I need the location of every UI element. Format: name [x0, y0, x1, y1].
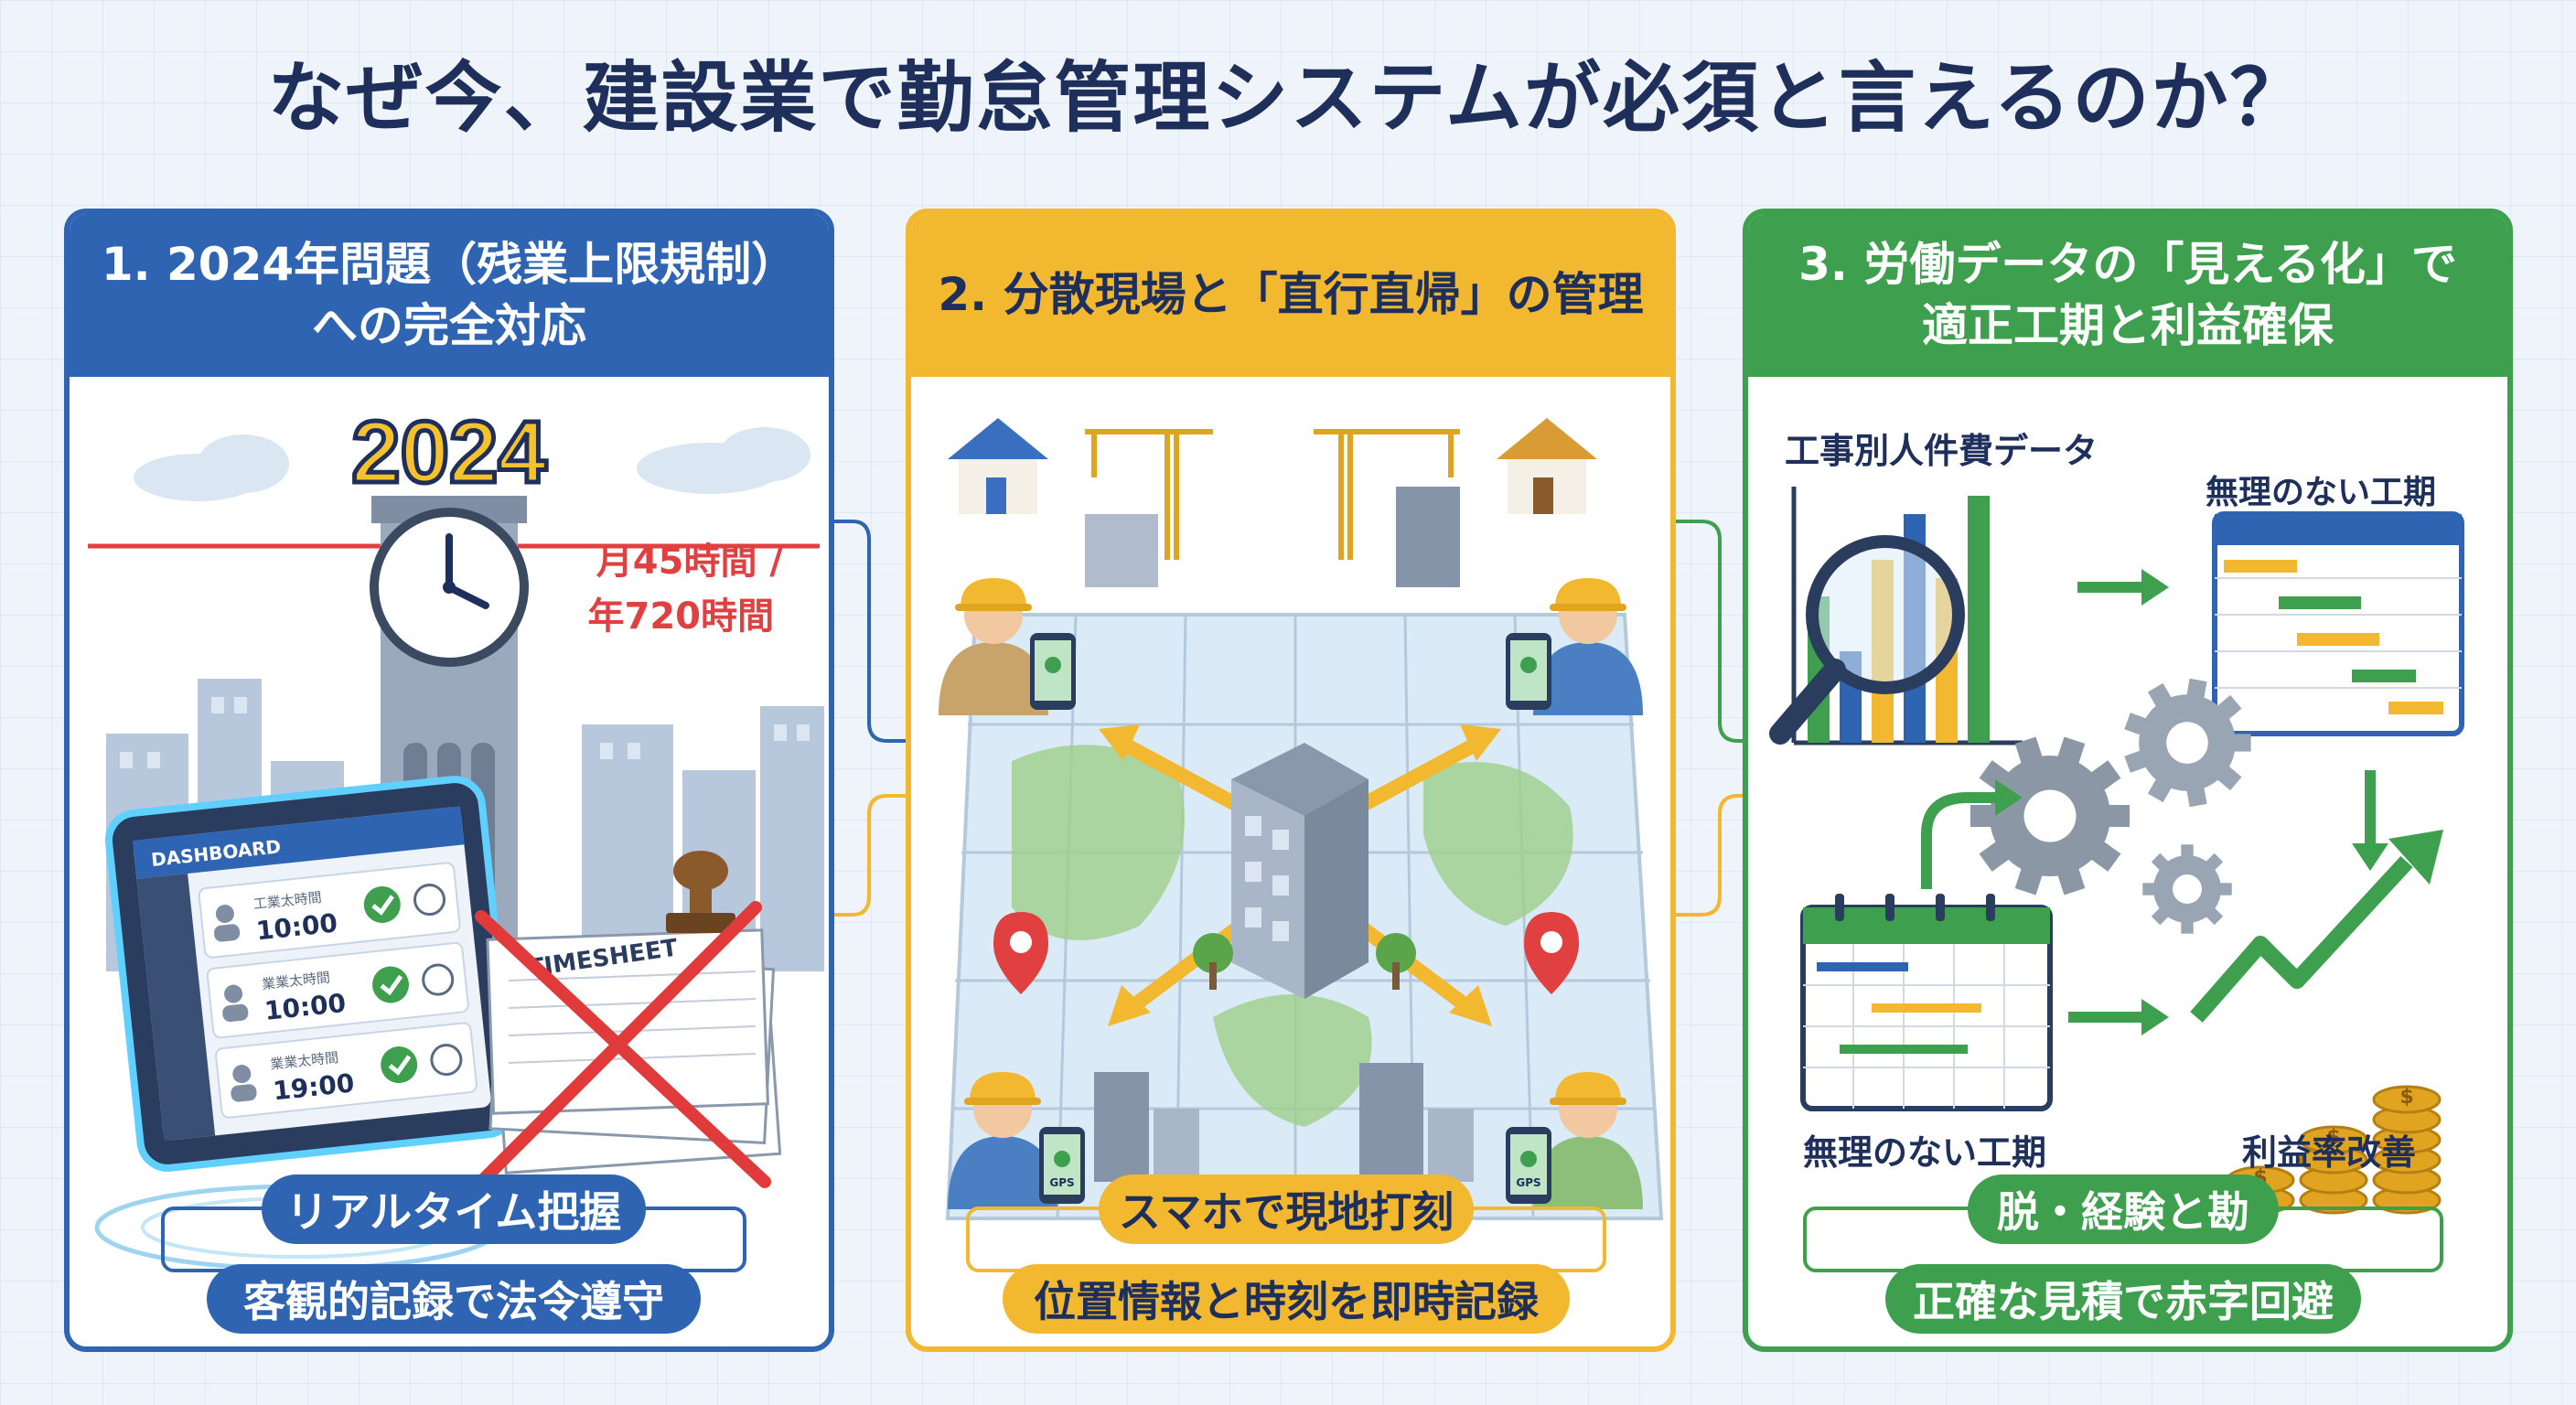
smartphone-punch-pill: スマホで現地打刻 [1099, 1174, 1474, 1244]
smartphone-gps-icon: GPS [1506, 1127, 1551, 1204]
coin [2299, 1125, 2368, 1154]
arrow-right [2077, 569, 2169, 606]
trend-arrow-icon [2190, 830, 2443, 1023]
calendar-icon [1800, 894, 2053, 1111]
crane-icon [1314, 429, 1460, 560]
gear-icon [1970, 736, 2130, 896]
check-icon [371, 966, 409, 1003]
panel-1-heading: 1. 2024年問題（残業上限規制） への完全対応 [70, 214, 829, 377]
gps-label: GPS [1049, 1176, 1074, 1189]
beyond-intuition-pill: 脱・経験と勘 [1968, 1174, 2279, 1244]
panel-distributed-sites: 2. 分散現場と「直行直帰」の管理 [906, 209, 1676, 1352]
map-pin-icon [993, 912, 1048, 994]
smartphone-gps-icon [1506, 633, 1551, 710]
worker-icon [939, 578, 1076, 715]
crane-icon [1085, 429, 1213, 560]
magnifier-icon [1769, 535, 1965, 745]
clock-icon [422, 963, 455, 996]
construction-building [1085, 514, 1158, 587]
panel-data-visualization: 3. 労働データの「見える化」で 適正工期と利益確保 [1743, 209, 2513, 1352]
panel-2-heading: 2. 分散現場と「直行直帰」の管理 [911, 214, 1670, 377]
schedule-bottom-label: 無理のない工期 [1803, 1132, 2047, 1173]
panel-3-illustration: $$$ [1769, 487, 2464, 1215]
worker-icon: GPS [948, 1072, 1085, 1209]
clock-icon [370, 508, 529, 667]
panel-3-heading: 3. 労働データの「見える化」で 適正工期と利益確保 [1748, 214, 2507, 377]
map-pin-icon [1524, 912, 1579, 994]
construction-building [1396, 487, 1460, 587]
check-icon [363, 885, 401, 923]
year-badge: 2024 [351, 403, 547, 501]
panel-2024-problem: 1. 2024年問題（残業上限規制） への完全対応 [64, 209, 834, 1352]
arrow-down [2352, 770, 2388, 871]
worker-icon [1506, 578, 1643, 715]
panel-1-heading-line2: への完全対応 [311, 299, 586, 352]
gps-label: GPS [1516, 1176, 1540, 1189]
panel-1-heading-line1: 1. 2024年問題（残業上限規制） [101, 237, 798, 291]
user-icon [214, 905, 241, 942]
house-icon [1497, 418, 1597, 514]
cloud-icon [134, 427, 810, 501]
cost-data-label: 工事別人件費データ [1785, 431, 2098, 471]
coin-symbol: $ [2326, 1126, 2340, 1149]
page-title: なぜ今、建設業で勤怠管理システムが必須と言えるのか？ [267, 53, 2309, 143]
office-building-icon [1193, 743, 1416, 999]
worker-icon: GPS [1506, 1072, 1643, 1209]
direction-arrows [1099, 724, 1501, 1026]
stamp-icon [666, 851, 735, 933]
smartphone-gps-icon [1030, 633, 1076, 710]
smartphone-gps-icon: GPS [1039, 1127, 1085, 1204]
clock-icon [430, 1044, 463, 1077]
user-icon [222, 984, 249, 1023]
house-icon [948, 418, 1048, 514]
panel-3-heading-line1: 3. 労働データの「見える化」で [1798, 237, 2457, 291]
timesheet-icon: TIMESHEET [475, 851, 782, 1188]
coin-symbol: $ [2399, 1086, 2413, 1109]
accurate-estimate-pill: 正確な見積で赤字回避 [1885, 1264, 2361, 1334]
coin [2372, 1085, 2442, 1114]
profit-label: 利益率改善 [2242, 1132, 2417, 1173]
location-time-record-pill: 位置情報と時刻を即時記録 [1003, 1264, 1570, 1334]
gear-icon [2142, 844, 2232, 934]
gantt-chart-icon [2212, 511, 2464, 736]
panel-3-heading-line2: 適正工期と利益確保 [1921, 299, 2334, 352]
realtime-tracking-pill: リアルタイム把握 [262, 1174, 646, 1244]
panel-2-illustration: GPS GPS [939, 418, 1664, 1220]
limit-yearly: 年720時間 [588, 595, 775, 638]
arrow-curved [1921, 792, 1995, 889]
clock-icon [413, 884, 446, 917]
gear-icon [2124, 678, 2251, 808]
user-icon [231, 1065, 257, 1102]
site-building [1094, 1063, 1474, 1182]
panel-1-illustration: 2024 月45時間 / 年720時間 DASHBOARD 工業太時間10:00… [88, 402, 824, 1271]
panel-2-heading-text: 2. 分散現場と「直行直帰」の管理 [938, 268, 1644, 322]
schedule-top-label: 無理のない工期 [2206, 474, 2437, 511]
check-icon [381, 1046, 418, 1084]
objective-record-pill: 客観的記録で法令遵守 [207, 1264, 701, 1334]
gear-icon [1970, 678, 2251, 934]
limit-monthly: 月45時間 / [596, 541, 784, 583]
arrow-right [2068, 999, 2169, 1035]
